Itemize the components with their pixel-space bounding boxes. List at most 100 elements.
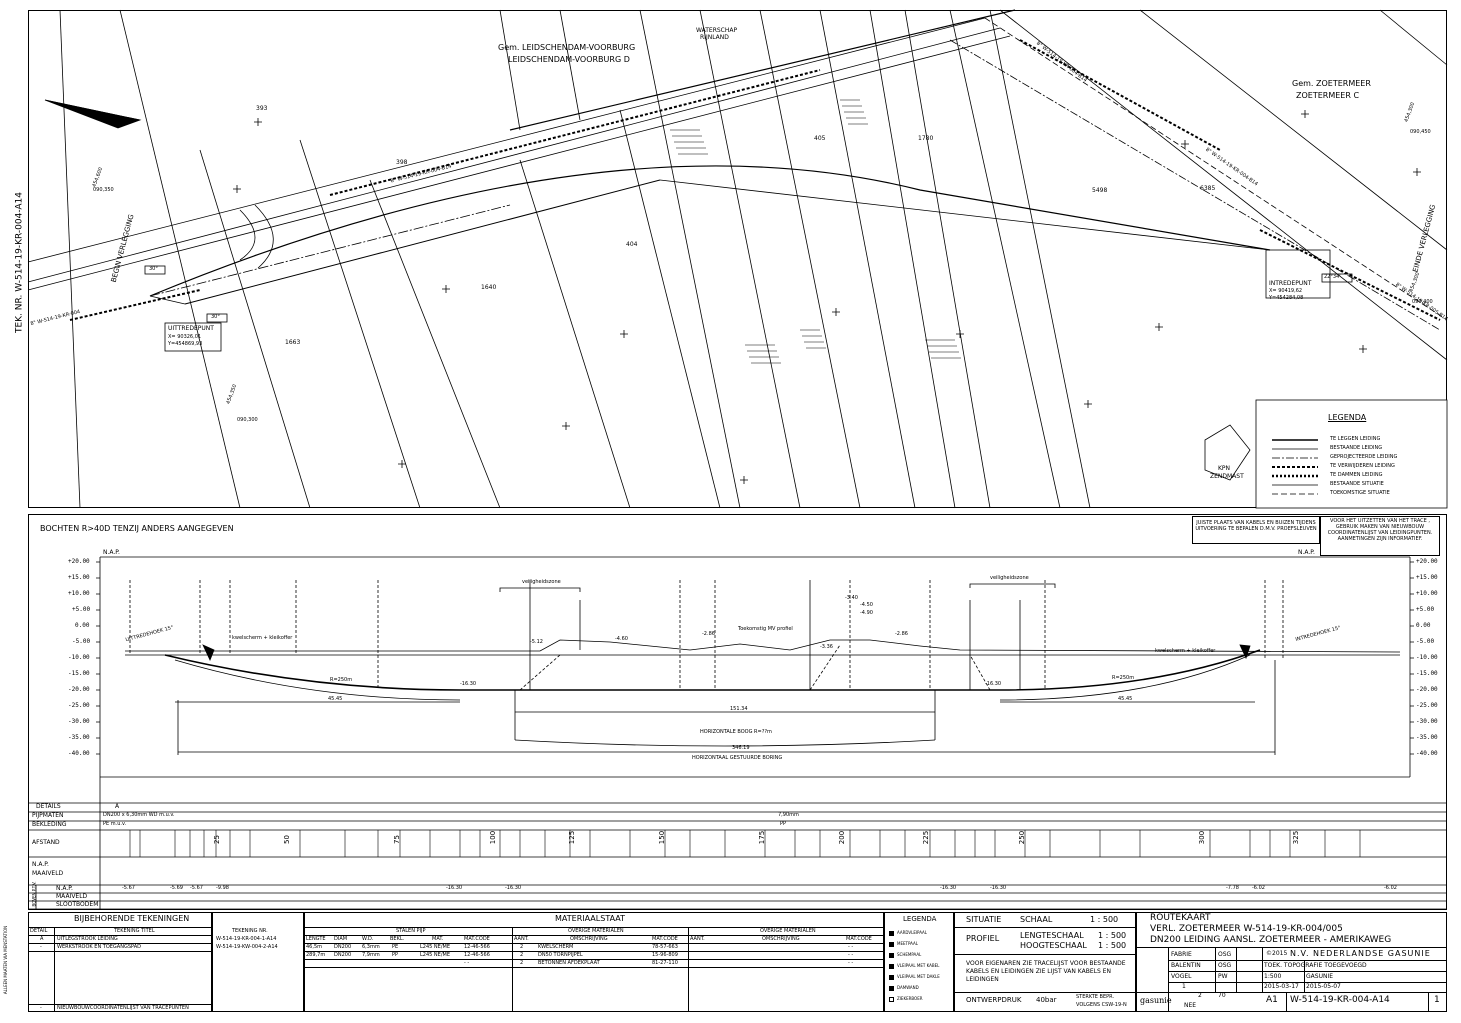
dimension-label: 45.45 [328, 696, 343, 702]
material-cell: 7,9mm [362, 952, 380, 958]
afstand-major: 50 [282, 835, 291, 844]
profile-note-box-1 [1192, 516, 1320, 544]
bodem-value: -16.30 [446, 885, 463, 891]
row-label-maaiveld: MAAIVELD [32, 870, 64, 877]
row-label-pijpmaten: PIJPMATEN [32, 812, 64, 819]
y-tick-label: -40.00 [1416, 750, 1438, 757]
profile-note-box-2 [1320, 516, 1440, 556]
dept-label: PW [1218, 973, 1228, 980]
profile-frame [28, 514, 1447, 910]
nee-label: NEE [1184, 1002, 1197, 1009]
divider [1168, 947, 1169, 1012]
horizontale-boog-label: HORIZONTALE BOOG R=??m [700, 729, 772, 735]
material-cell: 15-96-809 [652, 952, 678, 958]
material-cell: KWELSCHERM [538, 944, 574, 950]
y-tick-label: -15.00 [68, 670, 90, 677]
y-tick-label: +20.00 [68, 558, 90, 565]
y-tick-label: -15.00 [1416, 670, 1438, 677]
material-header: W.D. [362, 936, 374, 942]
angle-label: 30° [149, 266, 158, 272]
divider [1136, 992, 1447, 993]
y-tick-label: +10.00 [68, 590, 90, 597]
afstand-major: 150 [658, 830, 667, 845]
ontwerpdruk-value: 40bar [1036, 996, 1057, 1004]
divider [1286, 992, 1287, 1012]
bijbehorende-cell: A [40, 936, 44, 942]
sterkte-value: VOLGENS CSW-19-N [1076, 1002, 1127, 1008]
divider [954, 954, 1136, 955]
row-pijpmaten-value: DN200 x 6,30mm WD m.u.v. [103, 812, 175, 818]
angle-label: 30° [211, 314, 220, 320]
date-value: 2015-05-07 [1306, 983, 1341, 990]
legenda-small-item: VLEIPAAL MET KABEL [897, 963, 940, 968]
row-label-afstand: AFSTAND [32, 839, 60, 846]
depth-label: -16.30 [460, 681, 477, 687]
material-cell: 12-46-566 [464, 944, 490, 950]
bijbehorende-table [28, 912, 212, 1012]
material-header: DIAM [334, 936, 348, 942]
divider [954, 992, 1136, 993]
material-header: LENGTE [306, 936, 326, 942]
municipality-left-line-1: Gem. LEIDSCHENDAM-VOORBURG [498, 43, 636, 52]
copyright: ©2015 [1266, 950, 1288, 957]
bijbehorende-cell: - [40, 944, 42, 950]
bodem-slootbodem-label: SLOOTBODEM [56, 901, 99, 908]
bodem-value: -7.78 [1226, 885, 1239, 891]
intredepunt-title: INTREDEPUNT [1269, 280, 1312, 287]
material-cell: 78-57-663 [652, 944, 678, 950]
row-bekleding-value: PE m.u.v. [103, 821, 127, 827]
divider [304, 951, 884, 952]
plan-legend-item: BESTAANDE LEIDING [1330, 445, 1383, 451]
plan-legend-item: TE VERWIJDEREN LEIDING [1330, 463, 1395, 469]
bodem-value: -6.02 [1252, 885, 1265, 891]
schaal-label: SCHAAL [1020, 915, 1053, 924]
divider [304, 943, 884, 944]
material-cell: 46,5m [306, 944, 323, 950]
drawer-name: VOGEL [1171, 973, 1192, 980]
divider [28, 951, 212, 952]
level-label: -4.60 [615, 636, 628, 642]
material-header: MAT.CODE [464, 936, 490, 942]
y-tick-label: +15.00 [1416, 574, 1438, 581]
material-cell: L245 NE/ME [420, 944, 450, 950]
afstand-major: 225 [922, 830, 931, 845]
format-label: A1 [1266, 995, 1278, 1005]
plan-legend-item: TOEKOMSTIGE SITUATIE [1330, 490, 1390, 496]
legend-symbol [889, 953, 894, 958]
level-label: -3.40 [845, 595, 858, 601]
divider [54, 927, 55, 1012]
title-line-3: DN200 LEIDING AANSL. ZOETERMEER - AMERIK… [1150, 935, 1392, 945]
y-tick-label: +5.00 [72, 606, 91, 613]
legenda-small-item: ZIEKERBOER [897, 996, 923, 1001]
legend-symbol [889, 997, 894, 1002]
y-tick-label: +20.00 [1416, 558, 1438, 565]
zendmast-label: ZENDMAST [1210, 473, 1244, 480]
parcel-number: 1780 [918, 135, 934, 142]
parcel-number: 398 [396, 159, 408, 166]
materiaalstaat-table [304, 912, 884, 1012]
sterkte-label: STERKTE BEPR. [1076, 994, 1115, 1000]
uittredepunt-y: Y=454869,93 [168, 341, 203, 347]
hoogteschaal-value: 1 : 500 [1098, 941, 1127, 950]
material-cell: 2 [520, 952, 524, 958]
nap-label-left: N.A.P. [103, 549, 120, 556]
materiaalstaat-title: MATERIAALSTAAT [555, 914, 626, 923]
dimension-label: 151.34 [730, 706, 748, 712]
kpn-label: KPN [1218, 465, 1231, 472]
waterschap-line-2: RIJNLAND [700, 34, 729, 41]
legend-symbol [889, 986, 894, 991]
parcel-number: 1640 [481, 284, 497, 291]
row-details-value: A [115, 803, 120, 810]
plan-legend-item: TE LEGGEN LEIDING [1330, 436, 1381, 442]
divider [1262, 947, 1263, 992]
kwelscherm-label: kwelscherm + kleikoffer [1155, 648, 1216, 654]
situatie-note: VOOR EIGENAREN ZIE TRACELIJST VOOR BESTA… [966, 960, 1126, 983]
bijbehorende-cell: NIEUWBOUWCOORDINATENLIJST VAN TRACEPUNTE… [57, 1005, 189, 1011]
level-label: -2.86 [702, 631, 715, 637]
y-tick-label: -25.00 [68, 702, 90, 709]
afstand-major: 200 [838, 830, 847, 845]
material-cell: - - [848, 944, 854, 950]
profile-note-1: JUISTE PLAATS VAN KABELS EN BUIZEN TIJDE… [1195, 520, 1317, 532]
divider [1136, 947, 1447, 948]
material-header: AANT. [514, 936, 529, 942]
